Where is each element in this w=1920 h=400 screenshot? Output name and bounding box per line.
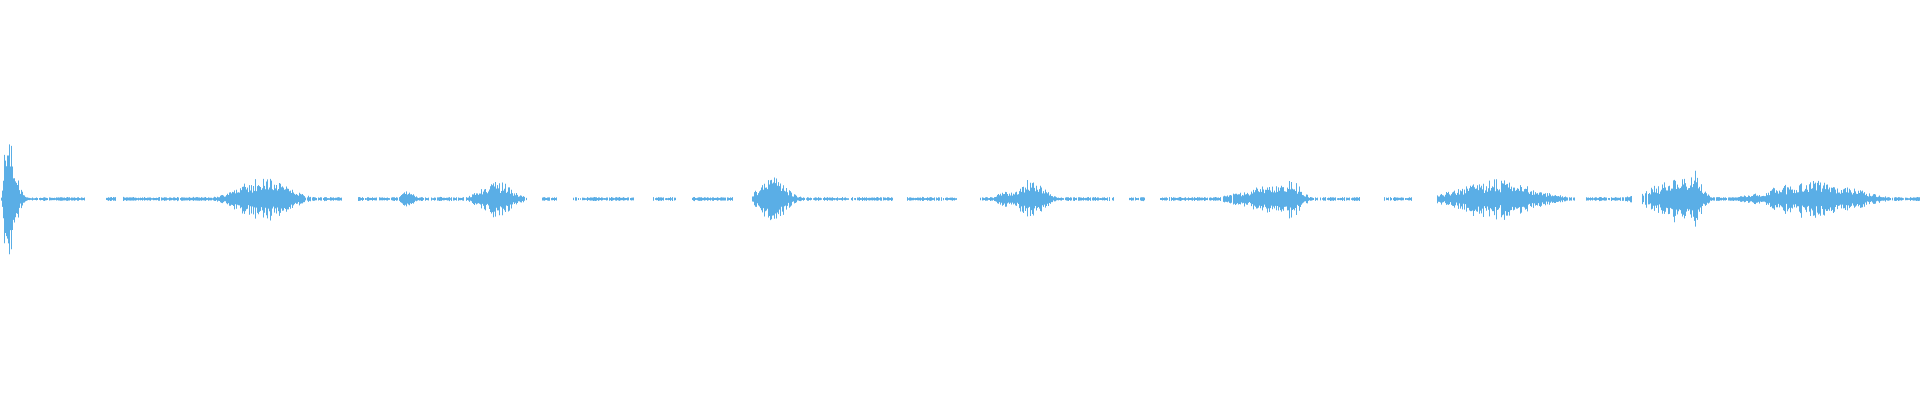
waveform-amplitude-path xyxy=(1,144,1920,255)
waveform-bars xyxy=(1,144,1920,255)
